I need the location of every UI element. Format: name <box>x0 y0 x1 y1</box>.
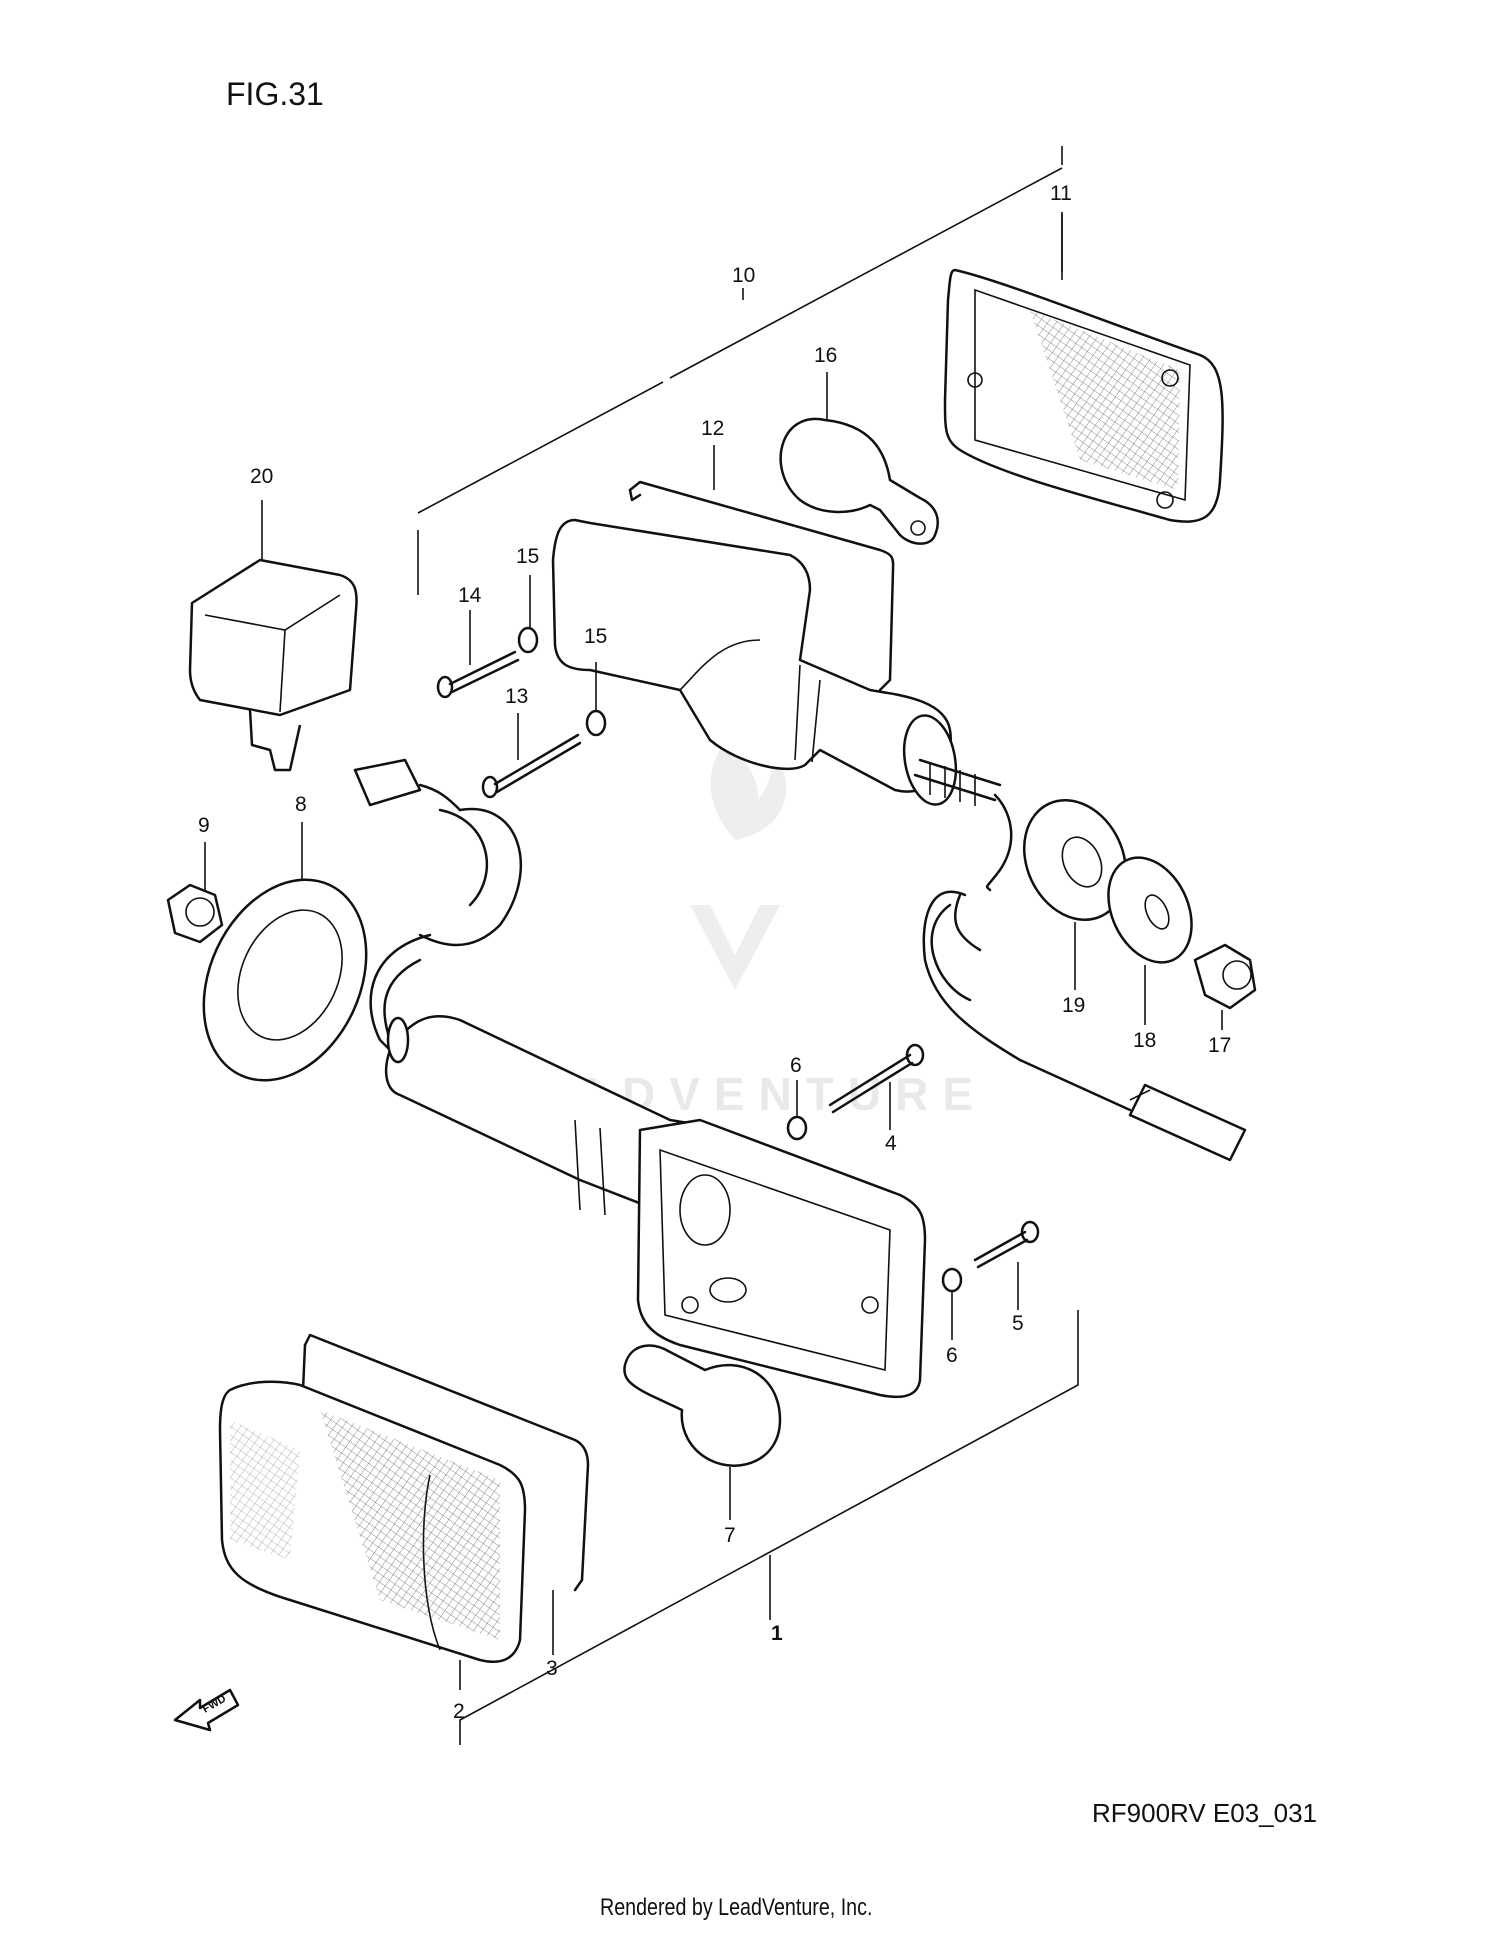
leader-lines <box>204 212 1223 1690</box>
screw-14 <box>436 650 520 699</box>
label-4: 4 <box>885 1132 897 1155</box>
washer-6b <box>941 1267 963 1293</box>
label-17: 17 <box>1208 1034 1231 1057</box>
label-20: 20 <box>250 465 273 488</box>
screw-4 <box>828 1043 925 1114</box>
label-10: 10 <box>732 264 755 287</box>
label-2: 2 <box>453 1700 465 1723</box>
screw-13 <box>481 733 582 799</box>
rear-bulb-16 <box>779 417 939 545</box>
label-16: 16 <box>814 344 837 367</box>
label-14: 14 <box>458 584 482 607</box>
bracket-assembly-1 <box>459 1310 1079 1745</box>
label-6b: 6 <box>946 1344 958 1367</box>
label-3: 3 <box>546 1657 558 1680</box>
figure-title: FIG.31 <box>226 76 324 112</box>
screw-5 <box>973 1220 1040 1269</box>
washer-15b <box>585 709 607 737</box>
rear-housing <box>551 518 1002 806</box>
label-12: 12 <box>701 417 724 440</box>
rear-wire-harness <box>922 793 1247 1162</box>
front-gasket-3 <box>301 1333 590 1592</box>
part-labels: 1 2 3 4 5 6 6 7 8 9 10 11 12 13 14 15 15… <box>198 182 1231 1723</box>
washer-15a <box>517 626 539 654</box>
label-18: 18 <box>1133 1029 1156 1052</box>
rear-gasket-12 <box>628 480 895 692</box>
front-bulb-7 <box>623 1344 782 1467</box>
nut-9 <box>166 883 224 944</box>
fwd-arrow-icon: FWD <box>173 1688 240 1732</box>
grommet-8 <box>202 878 368 1082</box>
label-7: 7 <box>724 1524 736 1547</box>
label-5: 5 <box>1012 1312 1024 1335</box>
label-13: 13 <box>505 685 528 708</box>
label-15b: 15 <box>584 625 607 648</box>
relay-20 <box>188 558 358 772</box>
front-lens-2 <box>218 1380 527 1664</box>
label-11: 11 <box>1050 182 1072 205</box>
washer-18 <box>1107 856 1193 964</box>
rubber-washer-19 <box>1022 799 1128 921</box>
front-wire-harness <box>353 758 522 1062</box>
label-8: 8 <box>295 793 307 816</box>
nut-17 <box>1193 943 1257 1010</box>
front-housing <box>384 1015 927 1399</box>
label-15a: 15 <box>516 545 539 568</box>
label-9: 9 <box>198 814 210 837</box>
drawing-code: RF900RV E03_031 <box>1092 1798 1318 1828</box>
label-19: 19 <box>1062 994 1085 1017</box>
label-1: 1 <box>771 1622 783 1645</box>
rear-lens-11 <box>943 268 1224 523</box>
footer-credit: Rendered by LeadVenture, Inc. <box>600 1894 873 1921</box>
label-6a: 6 <box>790 1054 802 1077</box>
washer-6a <box>786 1115 808 1141</box>
